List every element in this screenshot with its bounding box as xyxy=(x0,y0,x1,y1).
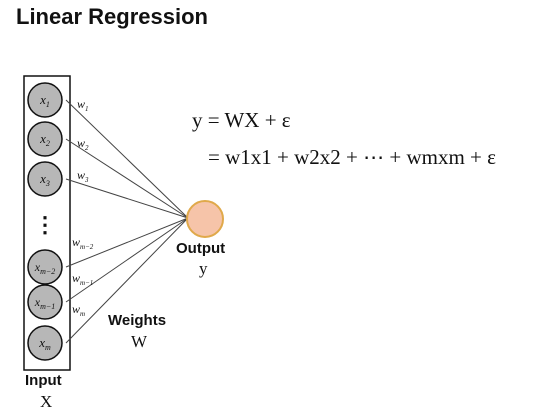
output-symbol: y xyxy=(199,259,208,278)
edge-wm-1 xyxy=(65,217,189,303)
weights-symbol: W xyxy=(131,332,148,351)
input-node-xm-2 xyxy=(27,249,63,285)
weight-label-w3: w3 xyxy=(77,168,89,184)
input-node-x3 xyxy=(27,161,63,197)
weights-label: Weights xyxy=(108,312,167,329)
input-node-labels: x1 x2 x3 xm−2 xm−1 xm xyxy=(34,92,56,352)
node-label-x2: x2 xyxy=(39,131,50,148)
weight-label-wm: wm xyxy=(72,302,85,318)
connection-edges xyxy=(65,99,189,344)
input-node-xm xyxy=(27,325,63,361)
vertical-ellipsis: ⋮ xyxy=(34,212,56,237)
input-label: Input xyxy=(25,372,62,389)
edge-w2 xyxy=(65,138,189,219)
output-label: Output xyxy=(176,240,226,257)
input-node-x1 xyxy=(27,82,63,118)
input-node-x2 xyxy=(27,121,63,157)
input-node-xm-1 xyxy=(27,284,63,320)
edge-wm-2 xyxy=(65,217,189,268)
equation-line-2: = w1x1 + w2x2 + ⋯ + wmxm + ε xyxy=(208,145,496,170)
edge-wm xyxy=(65,217,189,344)
output-node xyxy=(186,200,224,238)
weight-label-w1: w1 xyxy=(77,97,89,113)
node-label-x1: x1 xyxy=(39,92,50,109)
weight-label-wm-1: wm−1 xyxy=(72,271,93,287)
edge-w3 xyxy=(65,178,189,219)
weight-labels: w1 w2 w3 wm−2 wm−1 wm xyxy=(72,97,94,318)
edge-w1 xyxy=(65,99,189,219)
weight-label-w2: w2 xyxy=(77,136,89,152)
input-symbol: X xyxy=(40,392,53,411)
equation-line-2-text: = w1x1 + w2x2 + ⋯ + wmxm + ε xyxy=(208,145,496,169)
equation-line-1-text: y = WX + ε xyxy=(192,108,291,132)
page-title: Linear Regression xyxy=(16,4,208,29)
input-nodes xyxy=(27,82,63,361)
input-layer-box xyxy=(23,75,71,371)
node-label-x3: x3 xyxy=(39,171,50,188)
equation-line-1: y = WX + ε xyxy=(192,108,291,133)
weight-label-wm-2: wm−2 xyxy=(72,235,94,251)
